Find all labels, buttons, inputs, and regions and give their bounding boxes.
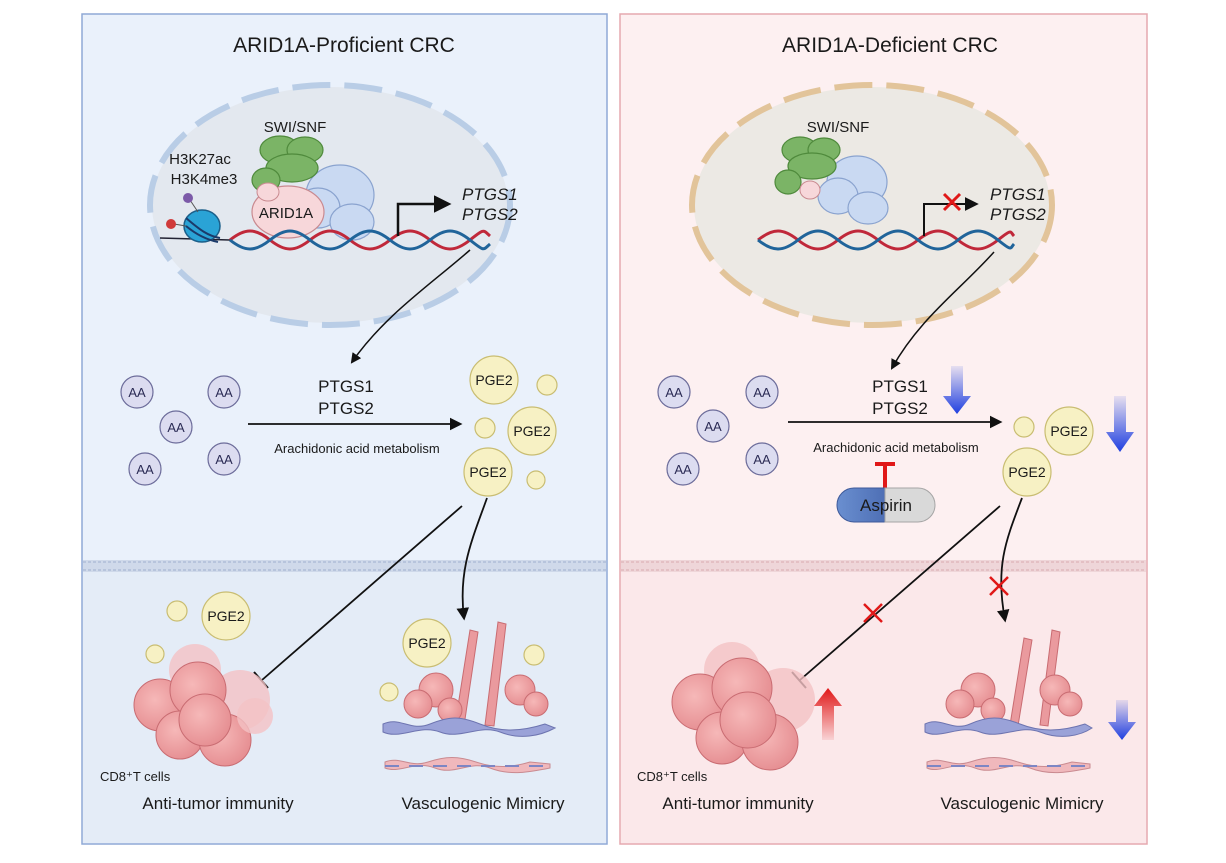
aa-label: AA	[665, 385, 683, 400]
right-pge2-cluster: PGE2 PGE2	[1002, 406, 1094, 497]
left-nucleosome	[159, 193, 231, 243]
right-swisnf-label: SWI/SNF	[807, 119, 870, 136]
right-tcell-cluster	[671, 642, 815, 771]
pge2-label: PGE2	[1050, 423, 1088, 439]
right-vm-structure	[924, 629, 1093, 774]
aa-label: AA	[753, 385, 771, 400]
aspirin-label: Aspirin	[860, 496, 912, 515]
aa-label: AA	[136, 462, 154, 477]
left-swisnf-complex	[251, 135, 375, 241]
right-panel-title: ARID1A-Deficient CRC	[782, 34, 998, 57]
right-transcription-block-icon	[942, 192, 962, 212]
right-expression-arrow	[890, 251, 995, 370]
aa-label: AA	[215, 452, 233, 467]
aa-label: AA	[704, 419, 722, 434]
left-gene-ptgs2: PTGS2	[462, 205, 518, 224]
left-expression-arrow	[350, 249, 471, 364]
acetyl-mark-icon	[183, 193, 193, 203]
right-enzyme-ptgs2: PTGS2	[872, 399, 928, 418]
pge2-label: PGE2	[408, 635, 446, 651]
right-outcome-immunity: Anti-tumor immunity	[662, 794, 814, 813]
left-vm-structure: PGE2	[379, 618, 557, 774]
left-enzyme-ptgs2: PTGS2	[318, 399, 374, 418]
left-arid1a-label: ARID1A	[259, 205, 313, 222]
left-outcome-vm: Vasculogenic Mimicry	[401, 794, 565, 813]
right-gene-ptgs2: PTGS2	[990, 205, 1046, 224]
aa-label: AA	[128, 385, 146, 400]
right-swisnf-complex	[774, 136, 889, 225]
left-panel: ARID1A-Proficient CRC SWI/SNF H3K27ac H3…	[81, 13, 608, 845]
pge2-label: PGE2	[207, 608, 245, 624]
left-gene-ptgs1: PTGS1	[462, 185, 518, 204]
left-tcell-label: CD8⁺T cells	[100, 769, 171, 784]
left-panel-title: ARID1A-Proficient CRC	[233, 34, 455, 57]
pge2-label: PGE2	[475, 372, 513, 388]
left-h3k4me3-label: H3K4me3	[171, 171, 238, 188]
right-enzyme-ptgs1: PTGS1	[872, 377, 928, 396]
right-immune-block-icon	[863, 603, 883, 623]
right-immunity-up-arrow-icon	[814, 688, 842, 740]
right-tcell-label: CD8⁺T cells	[637, 769, 708, 784]
aspirin-pill-icon	[836, 487, 936, 523]
right-aa-molecules: AA AA AA AA AA	[657, 375, 779, 486]
left-outcome-immunity: Anti-tumor immunity	[142, 794, 294, 813]
left-enzyme-ptgs1: PTGS1	[318, 377, 374, 396]
left-vm-arrow	[456, 497, 488, 621]
right-pge2-down-arrow-icon	[1106, 396, 1134, 452]
aa-label: AA	[167, 420, 185, 435]
aa-label: AA	[674, 462, 692, 477]
left-immune-inhibition-line	[261, 505, 463, 681]
right-transcription-arrow	[923, 197, 979, 236]
left-pge2-cluster: PGE2 PGE2 PGE2	[463, 355, 558, 497]
pge2-label: PGE2	[1008, 464, 1046, 480]
right-dna-helix	[757, 229, 1016, 251]
aa-label: AA	[753, 452, 771, 467]
pge2-label: PGE2	[469, 464, 507, 480]
right-vm-arrow	[996, 497, 1023, 623]
right-outcome-vm: Vasculogenic Mimicry	[940, 794, 1104, 813]
aspirin-inhibition	[875, 462, 895, 488]
right-pathway-label: Arachidonic acid metabolism	[813, 440, 978, 455]
left-pathway-label: Arachidonic acid metabolism	[274, 441, 439, 456]
aa-label: AA	[215, 385, 233, 400]
right-enzyme-down-arrow-icon	[943, 366, 971, 414]
right-vm-block-icon	[989, 576, 1009, 596]
methyl-mark-icon	[166, 219, 176, 229]
left-aa-molecules: AA AA AA AA AA	[120, 375, 241, 486]
right-vm-down-arrow-icon	[1108, 700, 1136, 740]
left-transcription-arrow	[396, 195, 452, 236]
left-dna-helix	[229, 229, 491, 251]
left-h3k27ac-label: H3K27ac	[169, 151, 231, 168]
right-gene-ptgs1: PTGS1	[990, 185, 1046, 204]
left-swisnf-label: SWI/SNF	[264, 119, 327, 136]
pge2-label: PGE2	[513, 423, 551, 439]
right-panel: ARID1A-Deficient CRC SWI/SNF PTGS1 P	[619, 13, 1148, 845]
right-immune-inhibition-line	[799, 505, 1001, 681]
left-tcell-cluster	[133, 644, 273, 767]
